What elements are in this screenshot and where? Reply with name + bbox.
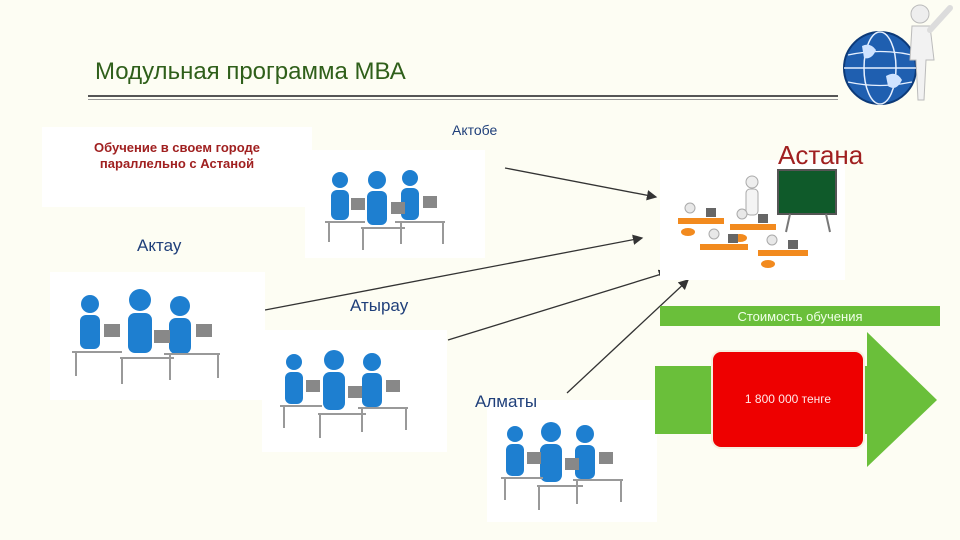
city-label-aktobe: Актобе xyxy=(452,122,498,138)
classroom-teacher-icon xyxy=(660,160,845,280)
students-at-computers-icon xyxy=(50,272,265,400)
cost-header: Стоимость обучения xyxy=(660,306,940,326)
note-text: Обучение в своем городе параллельно с Ас… xyxy=(42,140,312,172)
slide-title: Модульная программа МВА xyxy=(95,58,406,85)
students-at-computers-icon xyxy=(487,400,657,522)
note-box xyxy=(42,127,312,207)
globe-with-figure-icon xyxy=(843,4,953,105)
note-line-1: Обучение в своем городе xyxy=(94,140,260,155)
cost-value-box: 1 800 000 тенге xyxy=(713,352,863,447)
city-label-almaty: Алматы xyxy=(475,392,538,411)
students-at-computers-icon xyxy=(305,150,485,258)
title-divider-thin xyxy=(88,99,838,100)
city-label-atyrau: Атырау xyxy=(350,296,409,315)
arrow-aktobe xyxy=(504,167,658,201)
students-at-computers-icon xyxy=(262,330,447,452)
title-divider xyxy=(88,95,838,97)
city-label-astana: Астана xyxy=(778,140,864,170)
note-line-2: параллельно с Астаной xyxy=(99,156,255,171)
city-label-aktau: Актау xyxy=(137,236,182,255)
arrow-atyrau xyxy=(447,269,670,341)
